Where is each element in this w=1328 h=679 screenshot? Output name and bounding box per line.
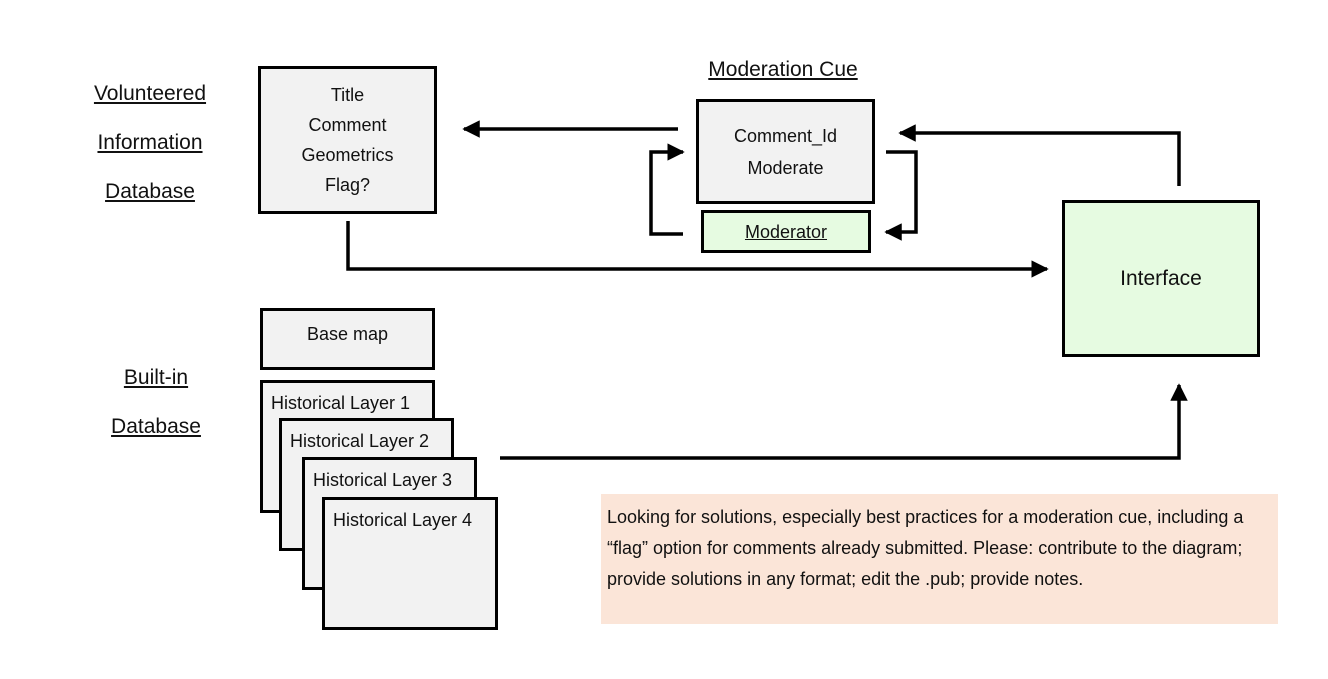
- historical-layer-1-label: Historical Layer 1: [271, 393, 411, 413]
- moderator-box: Moderator: [701, 210, 871, 253]
- interface-box: Interface: [1062, 200, 1260, 357]
- arrow-layers-to-interface: [500, 383, 1188, 460]
- label-database-volunteered: Database: [105, 180, 195, 203]
- moderation-cue-box: Comment_Id Moderate: [696, 99, 875, 204]
- label-builtin: Built-in: [123, 366, 189, 389]
- historical-layer-4: Historical Layer 4: [322, 497, 498, 630]
- moderator-label: Moderator: [744, 221, 828, 242]
- arrow-volunteered-to-interface: [346, 221, 1049, 278]
- field-flag: Flag?: [324, 175, 371, 195]
- historical-layer-4-label: Historical Layer 4: [333, 510, 473, 530]
- base-map-box: Base map: [260, 308, 435, 370]
- arrow-moderation-to-moderator: [884, 150, 918, 241]
- historical-layer-2-label: Historical Layer 2: [290, 431, 430, 451]
- interface-label: Interface: [1120, 266, 1202, 290]
- field-comment-id: Comment_Id: [733, 125, 838, 146]
- arrow-interface-to-moderation: [898, 124, 1181, 186]
- field-geometrics: Geometrics: [301, 145, 394, 165]
- field-title: Title: [330, 85, 365, 105]
- field-comment: Comment: [308, 115, 387, 135]
- label-database-builtin: Database: [111, 415, 201, 438]
- volunteered-info-box: Title Comment Geometrics Flag?: [258, 66, 437, 214]
- field-moderate: Moderate: [747, 157, 824, 178]
- base-map-label: Base map: [306, 324, 389, 344]
- moderation-cue-title: Moderation Cue: [708, 58, 858, 81]
- request-note: Looking for solutions, especially best p…: [601, 494, 1278, 624]
- arrow-moderator-to-moderation: [649, 143, 685, 236]
- label-information: Information: [97, 131, 203, 154]
- label-volunteered: Volunteered: [93, 82, 207, 105]
- historical-layer-3-label: Historical Layer 3: [313, 470, 453, 490]
